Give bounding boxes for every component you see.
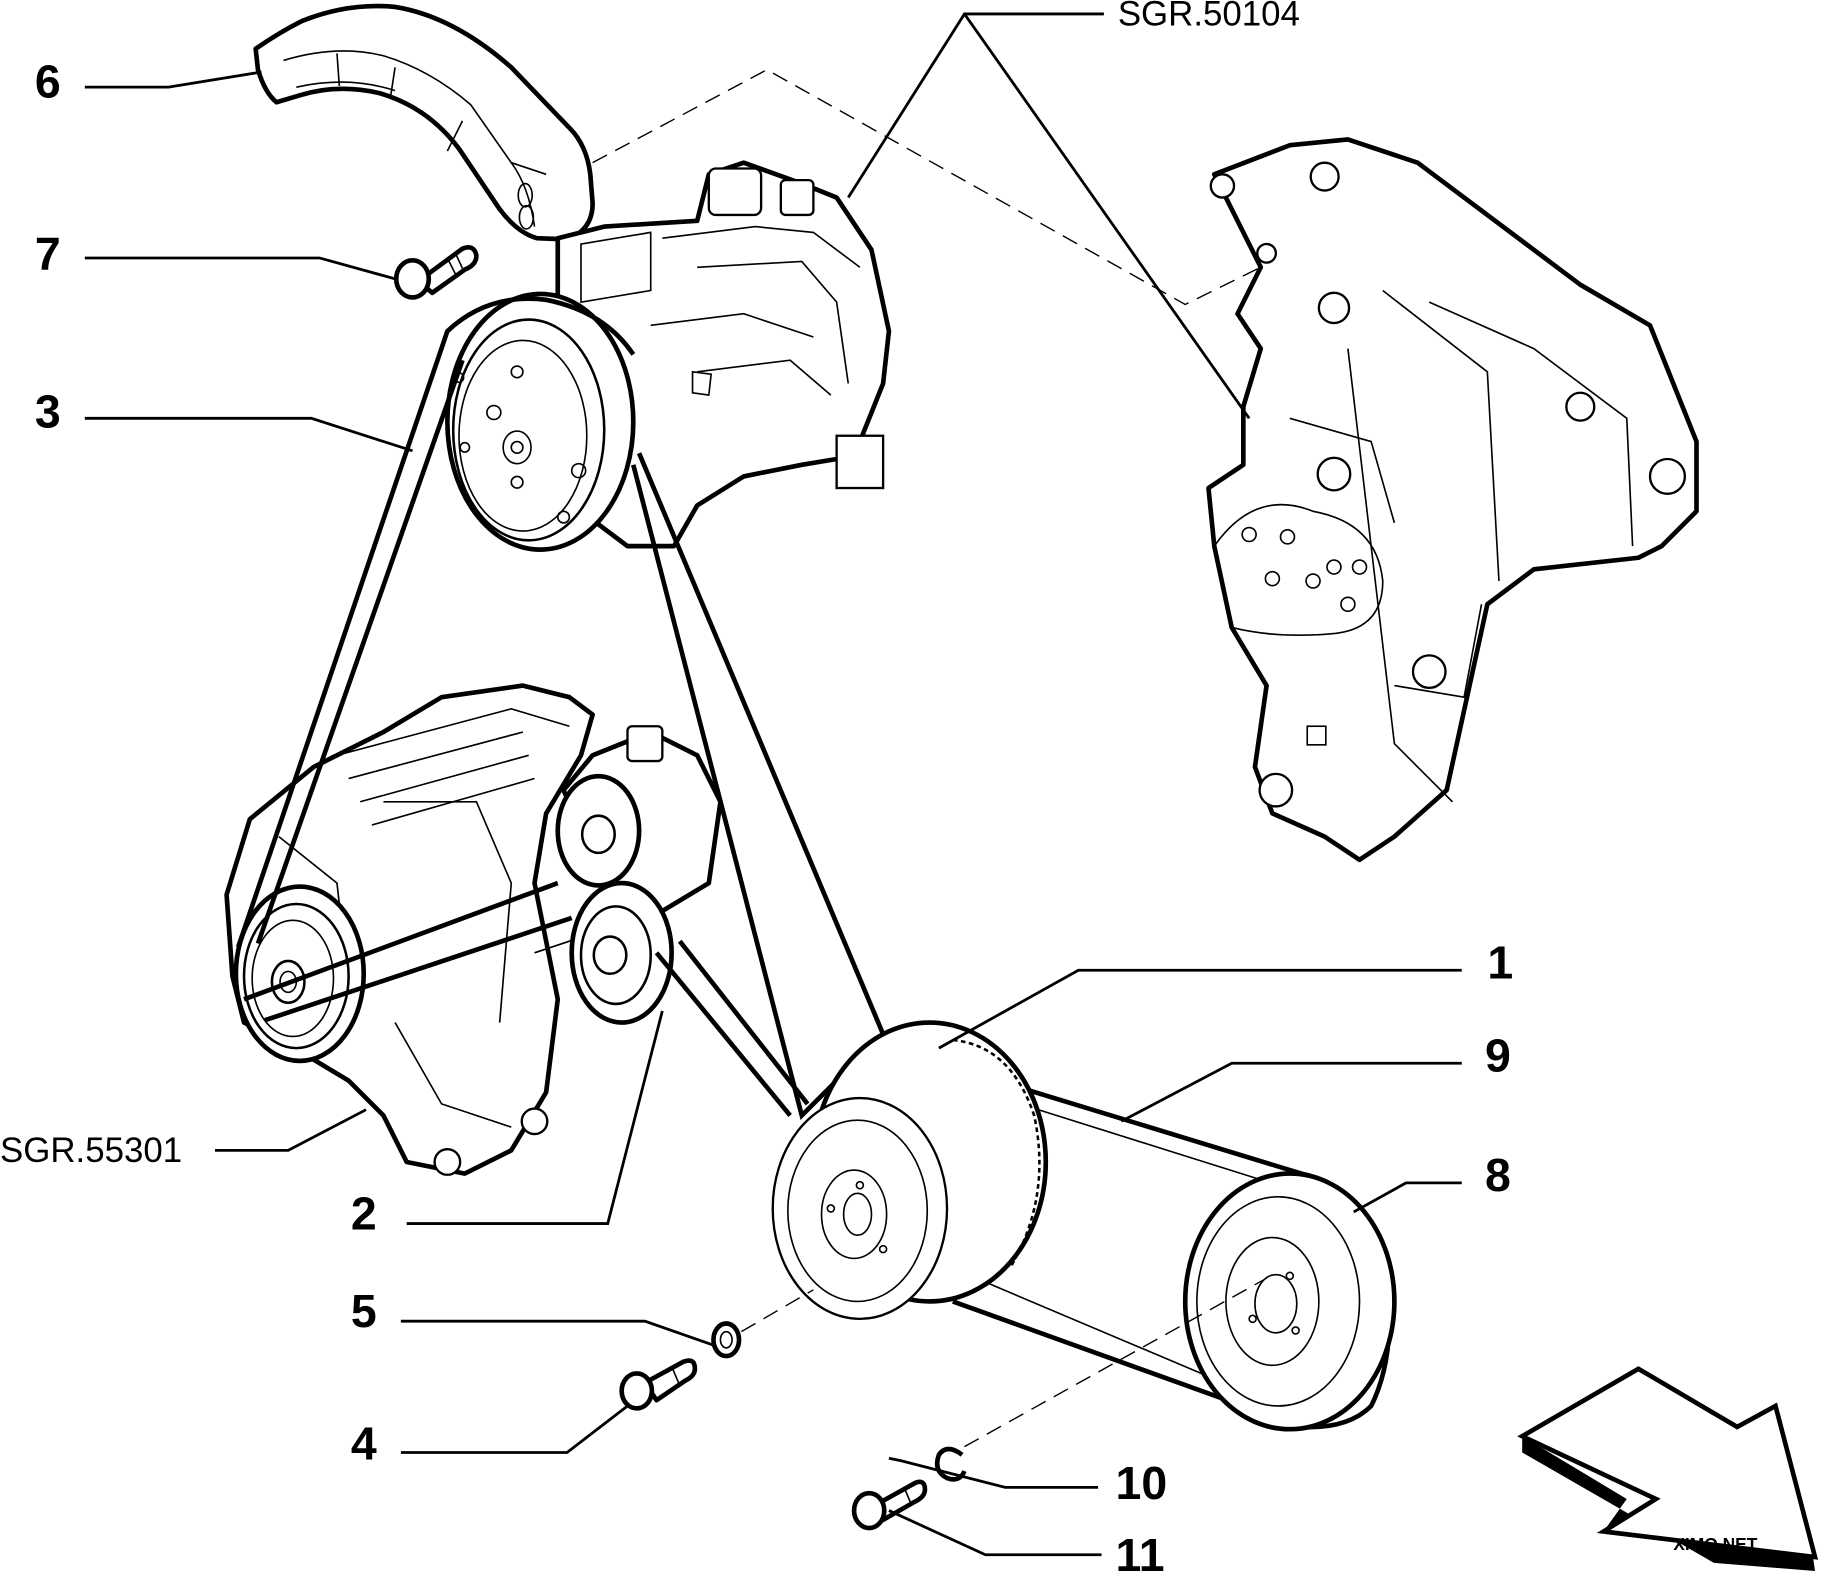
bolt-11-part[interactable]	[851, 1479, 928, 1531]
alternator-pulley-part[interactable]	[233, 884, 367, 1064]
leader-sgr50104	[847, 12, 1104, 199]
bracket-arm-part[interactable]	[253, 3, 595, 242]
leader-4	[400, 1404, 629, 1454]
callout-5: 5	[351, 1285, 377, 1337]
callout-9: 9	[1485, 1029, 1511, 1081]
callout-2: 2	[351, 1187, 377, 1239]
leader-5	[400, 1319, 716, 1347]
poly-v-belt[interactable]	[236, 296, 886, 1121]
leader-7	[84, 256, 396, 281]
callout-8: 8	[1485, 1149, 1511, 1201]
assembly-axis-10	[964, 1277, 1267, 1448]
reference-sgr55301[interactable]: SGR.55301	[0, 1131, 182, 1170]
callout-3: 3	[35, 386, 61, 438]
callout-6: 6	[35, 56, 61, 108]
ac-compressor-part[interactable]	[555, 160, 892, 549]
leader-sgr55301	[214, 1108, 367, 1152]
leader-2	[406, 1010, 664, 1225]
callout-7: 7	[35, 228, 61, 280]
leader-8	[1353, 1181, 1462, 1214]
callout-4: 4	[351, 1417, 377, 1469]
watermark: XIMO.NET	[1673, 1534, 1758, 1554]
callout-10: 10	[1116, 1457, 1168, 1509]
bolt-7-part[interactable]	[393, 245, 479, 300]
compressor-pulley-part[interactable]	[445, 291, 636, 552]
reference-sgr50104[interactable]: SGR.50104	[1118, 0, 1300, 34]
callout-1: 1	[1487, 936, 1513, 988]
leader-3	[84, 416, 413, 453]
crankshaft-pulley-part[interactable]	[771, 1020, 1397, 1432]
leader-1	[938, 968, 1462, 1050]
tensioner-part[interactable]	[555, 725, 723, 1025]
assembly-axis-5	[741, 1289, 814, 1333]
bolt-4-part[interactable]	[619, 1358, 698, 1411]
leader-6	[84, 70, 262, 89]
washer-part[interactable]	[711, 1321, 742, 1359]
leader-10	[888, 1456, 1099, 1489]
direction-arrow-icon: XIMO.NET	[1517, 1366, 1819, 1571]
leader-11	[888, 1509, 1102, 1557]
leader-9	[1120, 1061, 1462, 1123]
leader-sgr50104-b	[963, 13, 1251, 420]
callout-11: 11	[1116, 1529, 1165, 1571]
engine-bracket-part[interactable]	[1206, 137, 1699, 863]
assembly-axis-6	[592, 68, 1262, 306]
